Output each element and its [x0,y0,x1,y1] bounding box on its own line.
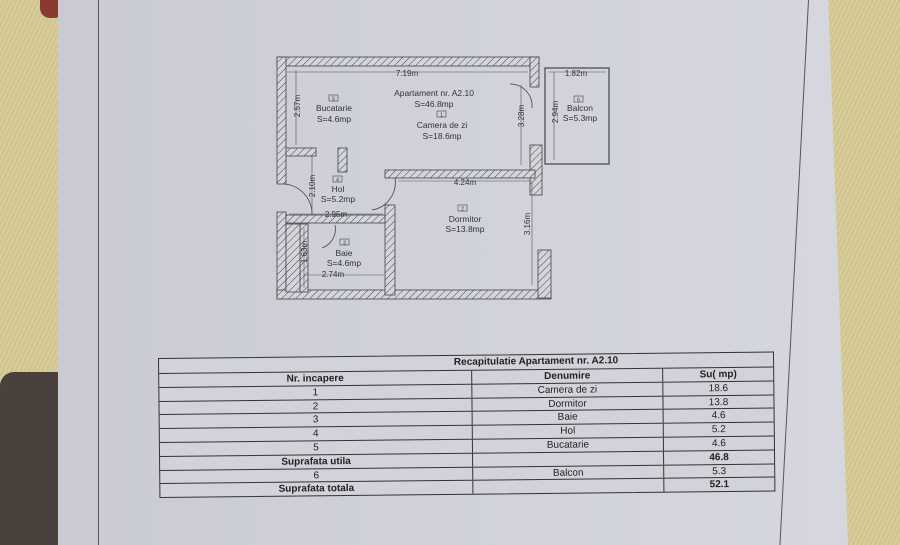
door-arc [283,183,313,215]
room-name-bedroom: Dormitor [449,214,482,224]
dim-balcony-width: 1.82m [565,69,588,78]
room-area-bath: S=4.6mp [327,258,362,268]
room-tag-box [339,238,350,246]
room-tag: 2 [461,207,464,213]
header-area: Su( mp) [662,367,774,382]
cell-area: 4.6 [662,436,774,451]
dim-hall-width: 2.95m [325,210,348,219]
cell-name: Balcon [472,465,664,481]
room-area-bedroom: S=13.8mp [446,224,485,234]
room-area-kitchen: S=4.6mp [317,114,352,124]
balcony-outline [544,67,610,165]
cell-name: Bucatarie [471,437,663,453]
dim-bath-height: 1.63m [300,241,309,264]
door-arc [321,224,336,249]
room-name-living: Camera de zi [417,120,468,130]
room-area-living: S=18.6mp [423,131,462,141]
room-tag: 1 [440,113,443,119]
cell-name [472,451,664,467]
dim-bedroom-width: 4.24m [454,178,477,187]
room-tag-box [328,94,339,102]
room-tag-box [332,175,343,183]
dim-top-width: 7.19m [396,69,419,78]
cell-label-total-area: Suprafata totala [278,483,355,496]
room-area-balcony: S=5.3mp [563,113,598,123]
room-name-bath: Baie [335,248,352,258]
room-tag: 3 [343,241,346,247]
page-border-left [98,0,99,545]
room-tag-box [457,204,468,212]
cell-name [472,479,664,494]
room-tag-box [436,110,447,118]
room-tag-box [573,95,584,103]
dim-bedroom-height: 3.16m [523,213,532,236]
room-area-hall: S=5.2mp [321,194,356,204]
cell-total-area: 52.1 [663,477,775,492]
dim-kitchen-height: 2.57m [293,95,302,118]
dim-bath-width: 2.74m [322,270,345,279]
room-name-hall: Hol [332,184,345,194]
cell-name: Dormitor [471,396,663,412]
background-object [0,372,62,545]
apartment-area: S=46.8mp [415,99,454,109]
cell-area: 18.6 [662,381,774,396]
cell-usable-area-total: 46.8 [663,450,775,465]
room-tag: 4 [336,178,339,184]
cell-name: Camera de zi [471,382,663,398]
dim-living-height: 3.28m [517,105,526,128]
walls [276,56,552,300]
cell-area: 13.8 [662,395,774,410]
door-arc [371,177,396,211]
door-arc [509,83,533,109]
cell-area: 5.2 [662,422,774,437]
room-tag: 6 [577,98,580,104]
room-name-balcony: Balcon [567,103,593,113]
room-name-kitchen: Bucatarie [316,103,352,113]
apartment-label: Apartament nr. A2.10 [394,88,474,98]
cell-name: Baie [471,410,663,425]
cell-area: 4.6 [662,408,774,423]
cell-name: Hol [471,423,663,439]
summary-table: Recapitulatie Apartament nr. A2.10 Nr. i… [158,351,776,499]
dim-hall-height: 2.10m [308,175,317,198]
dim-balcony-height: 2.94m [551,101,560,124]
cell-area: 5.3 [663,464,775,479]
header-name: Denumire [471,368,663,384]
room-tag: 5 [332,97,335,103]
